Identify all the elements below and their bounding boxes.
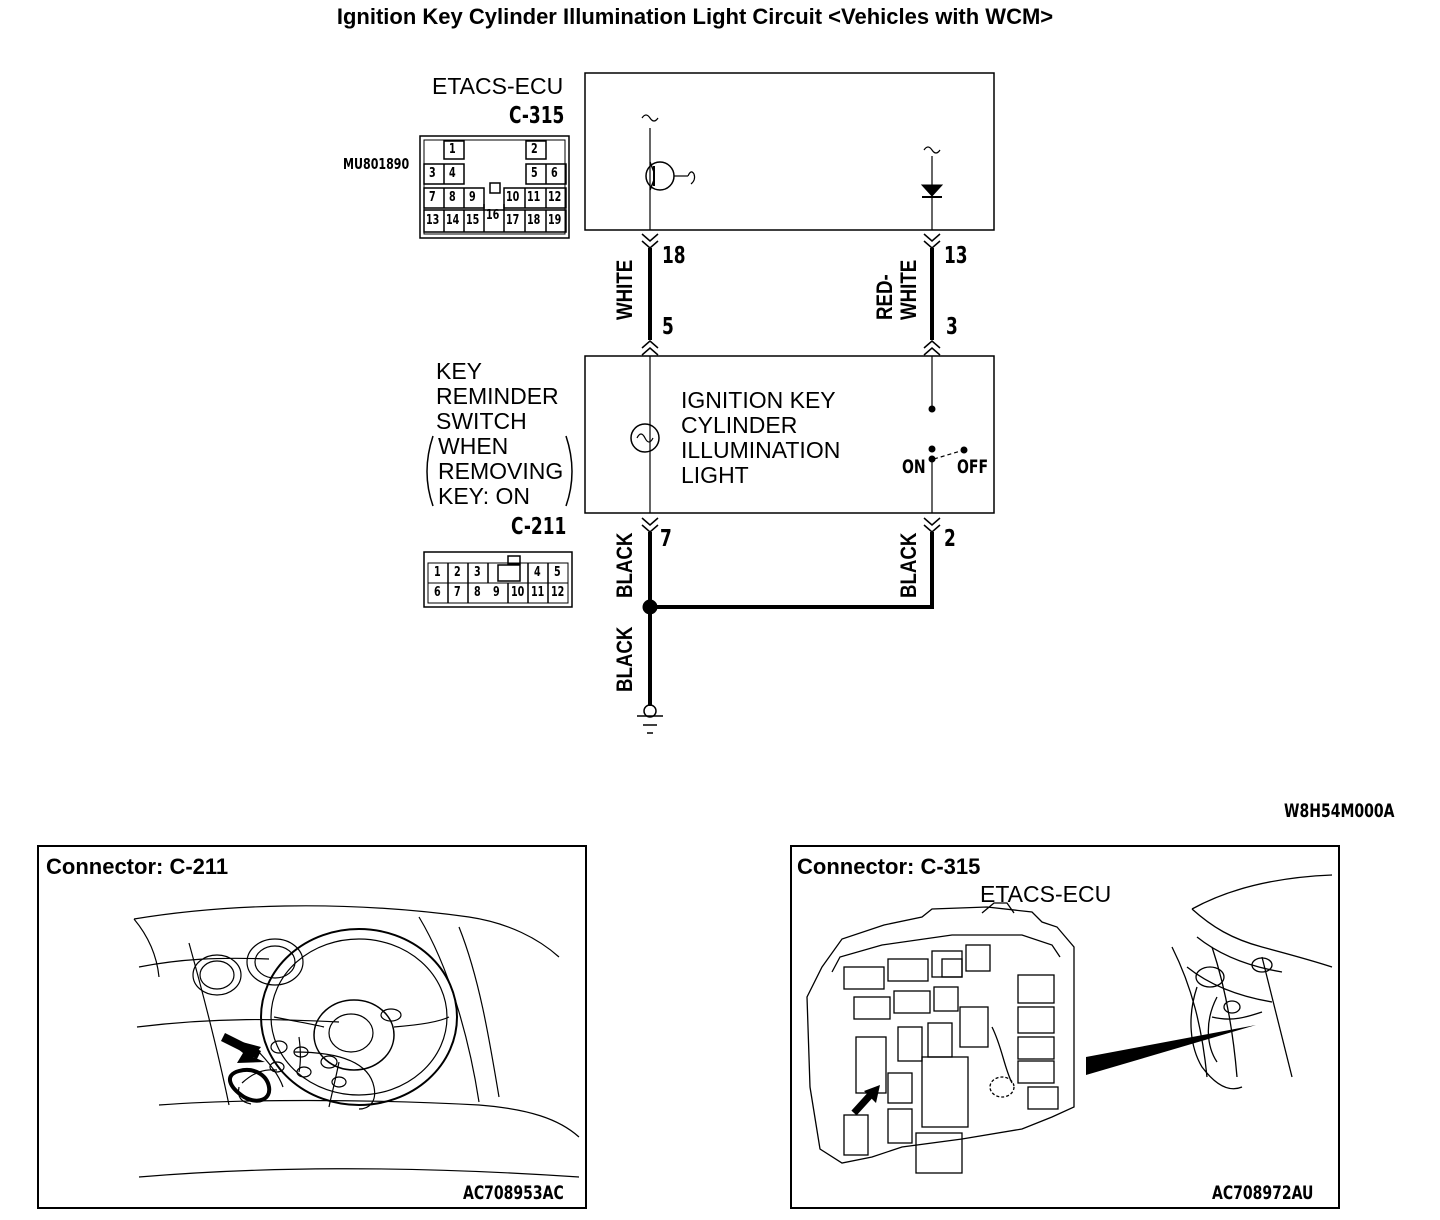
ecu-location-pointer: [1086, 1025, 1256, 1075]
c211-pin-9: 9: [493, 585, 500, 600]
wire-harness-loop: [228, 1068, 272, 1103]
c211-pin-3: 3: [474, 565, 481, 580]
key-reminder-line3: SWITCH: [436, 408, 527, 434]
gauge-left: [192, 954, 242, 996]
panel-c315-code: AC708972AU: [1212, 1182, 1314, 1204]
c315-connector-face: [419, 135, 570, 239]
c315-pin-18: 18: [527, 213, 541, 228]
illumination-line3: ILLUMINATION: [681, 437, 841, 463]
c211-pin-5: 5: [554, 565, 561, 580]
c315-pin-9: 9: [469, 190, 476, 205]
etacs-ecu-box: [584, 72, 995, 231]
c315-pin-8: 8: [449, 190, 456, 205]
key-reminder-line6: KEY: ON: [438, 483, 531, 509]
key-reminder-line1: KEY: [436, 358, 483, 384]
pin-2: 2: [944, 526, 956, 552]
illumination-bulb-symbol: [630, 423, 660, 453]
c315-pin-6: 6: [551, 166, 558, 181]
c315-pin-2: 2: [531, 142, 538, 157]
c211-pin-4: 4: [534, 565, 541, 580]
c211-pin-12: 12: [551, 585, 565, 600]
c315-pin-7: 7: [429, 190, 436, 205]
panel-c315-title: Connector: C-315: [797, 854, 981, 879]
c315-pin-10: 10: [506, 190, 520, 205]
steering-column-illustration: [133, 905, 580, 1178]
wire-color-black-left: BLACK: [612, 532, 637, 598]
ecu-name: ETACS-ECU: [432, 73, 564, 99]
diode-symbol: [920, 184, 944, 197]
diagram-title: Ignition Key Cylinder Illumination Light…: [336, 4, 1054, 29]
wiring-schematic: [419, 72, 995, 734]
c315-pin-12: 12: [548, 190, 562, 205]
c315-pin-4: 4: [449, 166, 456, 181]
steering-hub: [313, 999, 395, 1071]
pin-18: 18: [662, 243, 686, 269]
panel-c211-code: AC708953AC: [463, 1182, 564, 1204]
switch-off-label: OFF: [957, 456, 989, 478]
ecu-part-number: MU801890: [343, 155, 410, 173]
c315-pin-16: 16: [486, 208, 500, 223]
c315-pin-19: 19: [548, 213, 562, 228]
connector-panel-c315: Connector: C-315 ETACS-ECU: [790, 845, 1340, 1209]
key-reminder-connector-id: C-211: [511, 514, 567, 540]
illumination-line4: LIGHT: [681, 462, 749, 488]
c211-pin-6: 6: [434, 585, 441, 600]
wire-color-black-right: BLACK: [896, 532, 921, 598]
c315-pin-5: 5: [531, 166, 538, 181]
c315-pin-13: 13: [426, 213, 440, 228]
diagram-code: W8H54M000A: [1284, 800, 1395, 822]
c211-connector-face: [423, 551, 573, 608]
wire-color-red-white-1: RED-: [872, 274, 897, 320]
etacs-ecu-illustration: [806, 874, 1333, 1174]
wire-color-red-white-2: WHITE: [896, 259, 921, 320]
illumination-line1: IGNITION KEY: [681, 387, 836, 413]
c211-pin-1: 1: [434, 565, 441, 580]
illumination-line2: CYLINDER: [681, 412, 798, 438]
gauge-right: [246, 938, 304, 986]
wire-color-black-trunk: BLACK: [612, 626, 637, 692]
c315-pin-15: 15: [466, 213, 480, 228]
c315-pin-17: 17: [506, 213, 520, 228]
c315-pin-3: 3: [429, 166, 436, 181]
panel-c211-title: Connector: C-211: [46, 854, 229, 879]
key-reminder-line5: REMOVING: [438, 458, 564, 484]
pin-5: 5: [662, 314, 674, 340]
pin-13: 13: [944, 243, 968, 269]
pin-7: 7: [660, 526, 672, 552]
connector-panel-c211: Connector: C-211: [37, 845, 587, 1209]
c315-pin-11: 11: [527, 190, 541, 205]
c211-pin-8: 8: [474, 585, 481, 600]
c315-pin-1: 1: [449, 142, 456, 157]
wire-color-white: WHITE: [612, 259, 637, 320]
c315-pin-14: 14: [446, 213, 460, 228]
c211-pin-10: 10: [511, 585, 525, 600]
ecu-connector-id: C-315: [509, 103, 565, 129]
key-reminder-line2: REMINDER: [436, 383, 559, 409]
illumination-box: [584, 355, 995, 514]
switch-on-label: ON: [902, 456, 926, 478]
c211-pin-11: 11: [531, 585, 545, 600]
key-reminder-line4: WHEN: [438, 433, 509, 459]
panel-c315-subtitle: ETACS-ECU: [980, 881, 1112, 907]
c211-pin-2: 2: [454, 565, 461, 580]
pin-3: 3: [946, 314, 958, 340]
steering-wheel: [260, 928, 458, 1106]
c211-pin-7: 7: [454, 585, 461, 600]
splice-junction: [642, 599, 658, 615]
